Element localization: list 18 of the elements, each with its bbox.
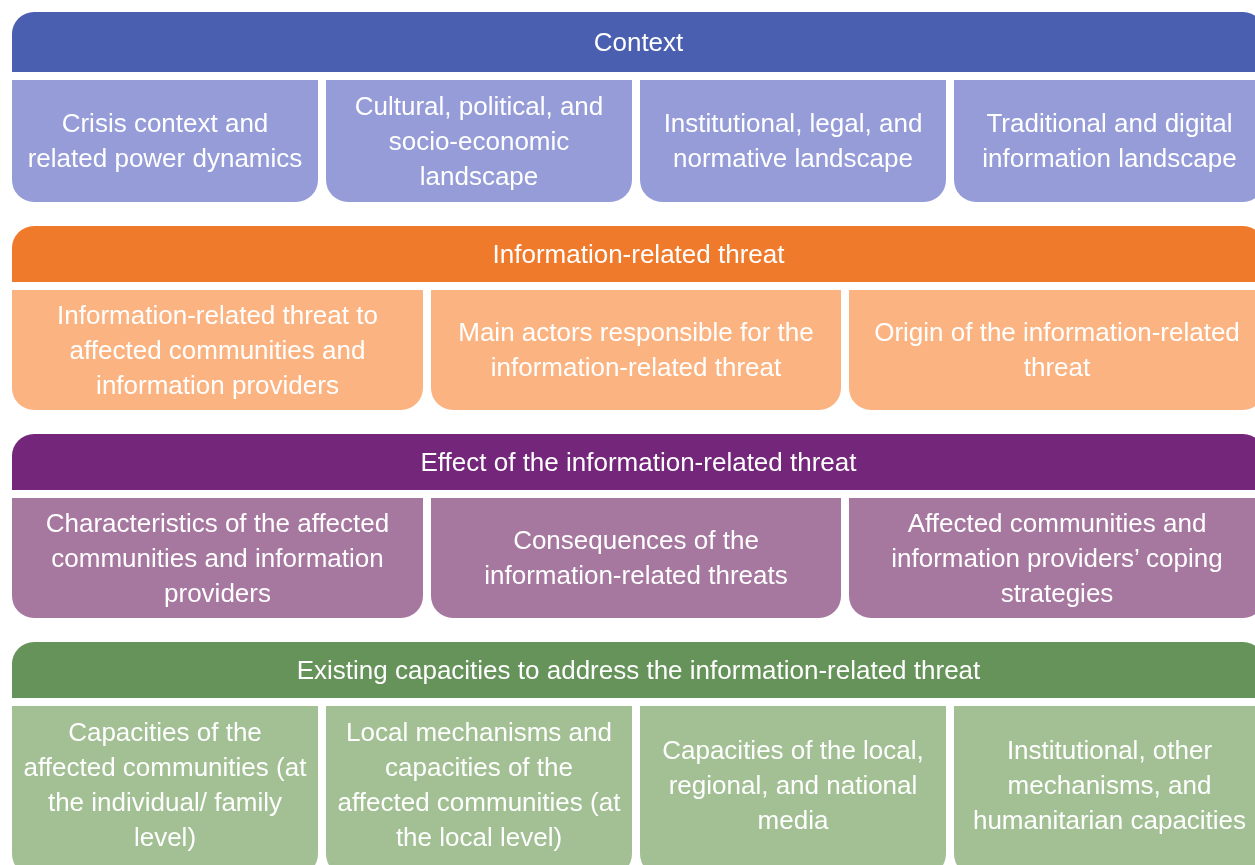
category-box: Crisis context and related power dynamics [12,80,318,202]
category-box: Information-related threat to affected communities and information providers [12,290,423,410]
category-box: Affected communities and information providers’ coping strategies [849,498,1255,618]
category-box: Traditional and digital information landscape [954,80,1255,202]
section-header: Information-related threat [12,226,1255,282]
category-box: Consequences of the information-related threats [431,498,841,618]
section-header: Context [12,12,1255,72]
section-header: Existing capacities to address the information-related threat [12,642,1255,698]
category-box: Capacities of the local, regional, and national media [640,706,946,865]
category-box: Main actors responsible for the information-related threat [431,290,841,410]
category-box: Institutional, other mechanisms, and humanitarian capacities [954,706,1255,865]
category-box: Institutional, legal, and normative landscape [640,80,946,202]
category-box: Origin of the information-related threat [849,290,1255,410]
category-box: Characteristics of the affected communities and information providers [12,498,423,618]
category-box: Local mechanisms and capacities of the affected communities (at the local level) [326,706,632,865]
section-header: Effect of the information-related threat [12,434,1255,490]
category-box: Capacities of the affected communities (at the individual/ family level) [12,706,318,865]
category-box: Cultural, political, and socio-economic landscape [326,80,632,202]
